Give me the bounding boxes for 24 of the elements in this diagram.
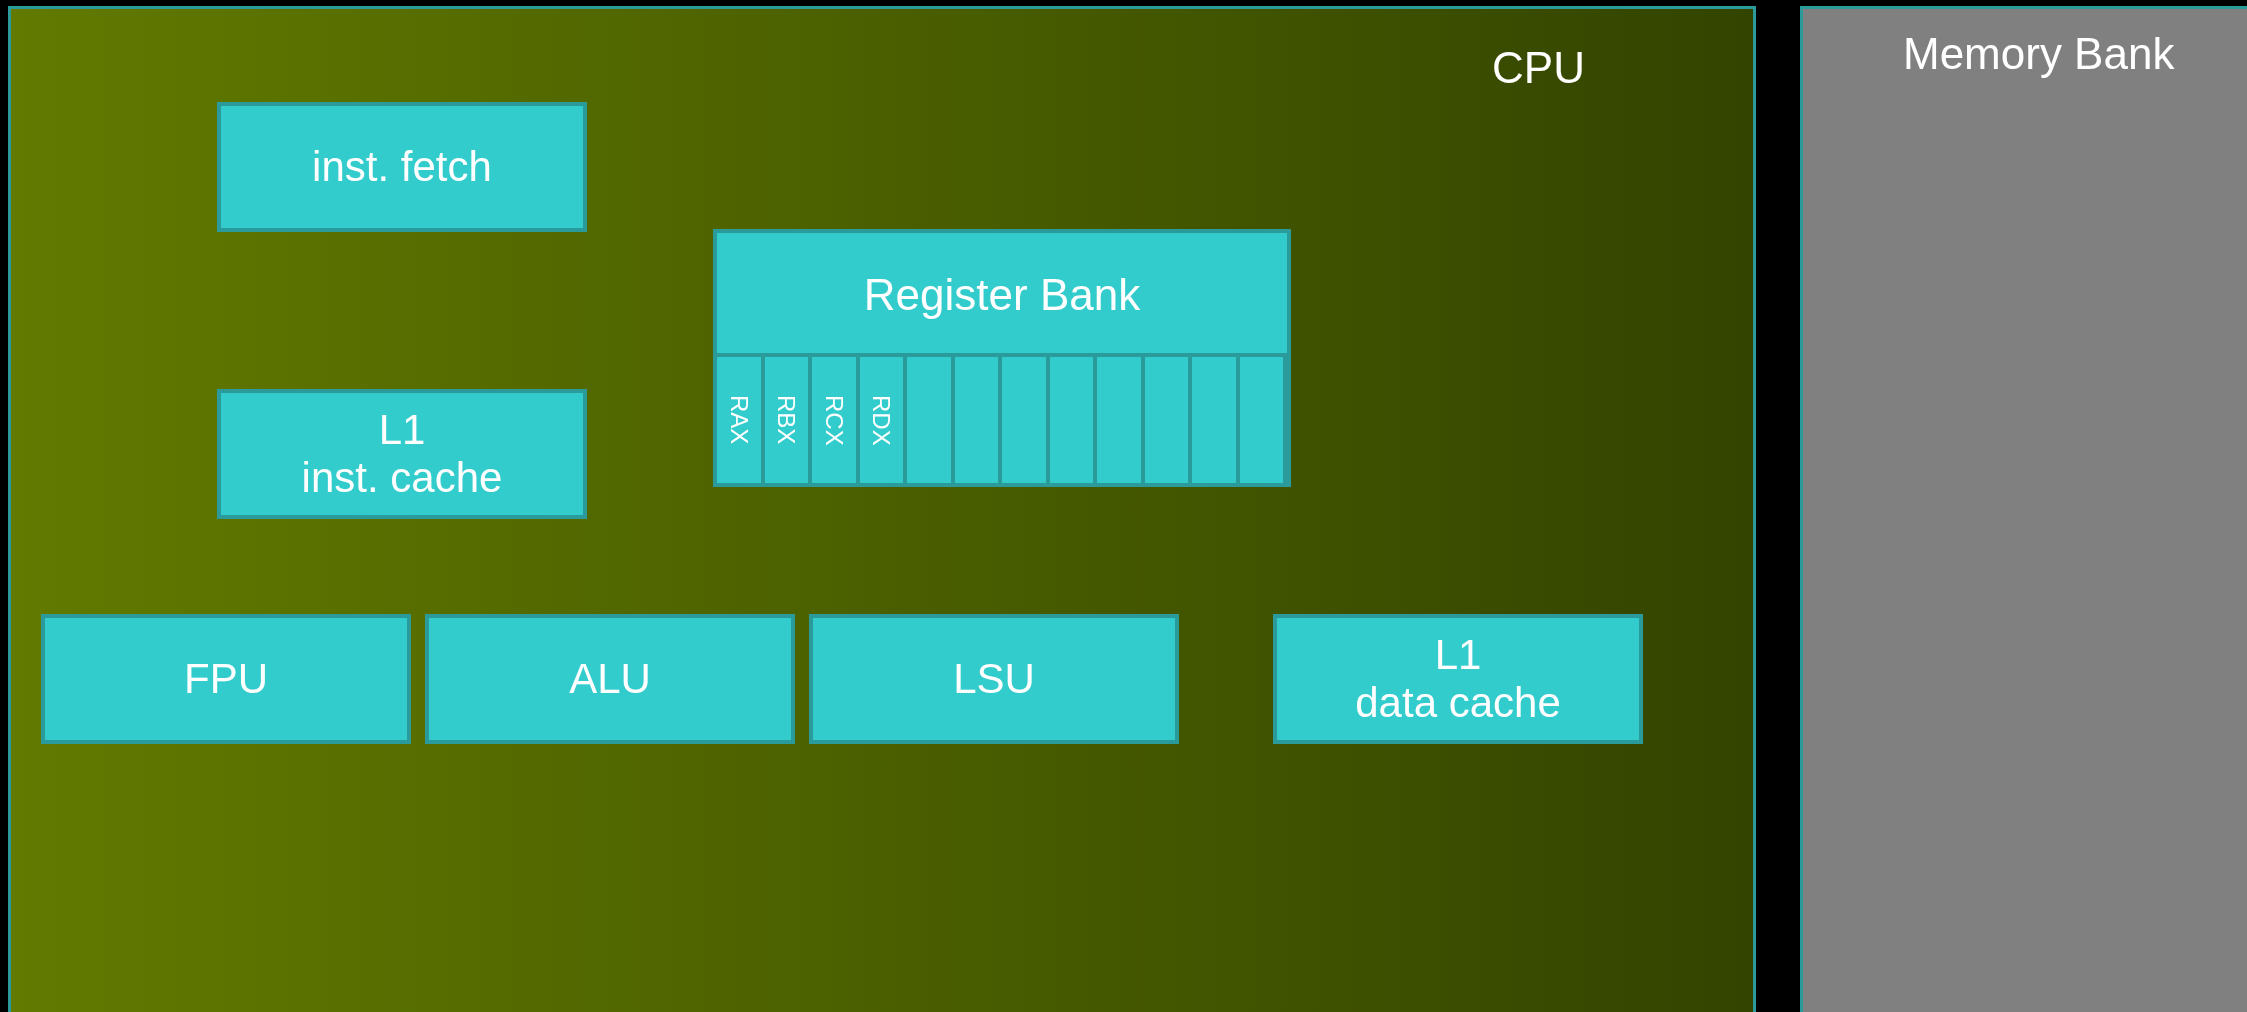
register-bank	[713, 229, 1291, 487]
memory-panel	[1800, 6, 2247, 1012]
register-cell	[1144, 357, 1188, 483]
panel-title: CPU	[1492, 43, 1585, 93]
unit-box: L1 inst. cache	[217, 389, 587, 519]
register-cell: RCX	[812, 357, 856, 483]
register-cell: RDX	[859, 357, 903, 483]
register-cell	[1097, 357, 1141, 483]
unit-box: inst. fetch	[217, 102, 587, 232]
register-cell	[1239, 357, 1283, 483]
register-cell	[1049, 357, 1093, 483]
unit-box: LSU	[809, 614, 1179, 744]
register-cell: RAX	[717, 357, 761, 483]
register-cell	[1192, 357, 1236, 483]
bank-title: Register Bank	[862, 269, 1142, 321]
unit-box: ALU	[425, 614, 795, 744]
register-cell	[1002, 357, 1046, 483]
register-cell	[907, 357, 951, 483]
unit-box: L1 data cache	[1273, 614, 1643, 744]
cpu-panel	[8, 6, 1756, 1012]
unit-box: FPU	[41, 614, 411, 744]
register-cell	[954, 357, 998, 483]
register-cell: RBX	[764, 357, 808, 483]
panel-title: Memory Bank	[1903, 29, 2175, 79]
